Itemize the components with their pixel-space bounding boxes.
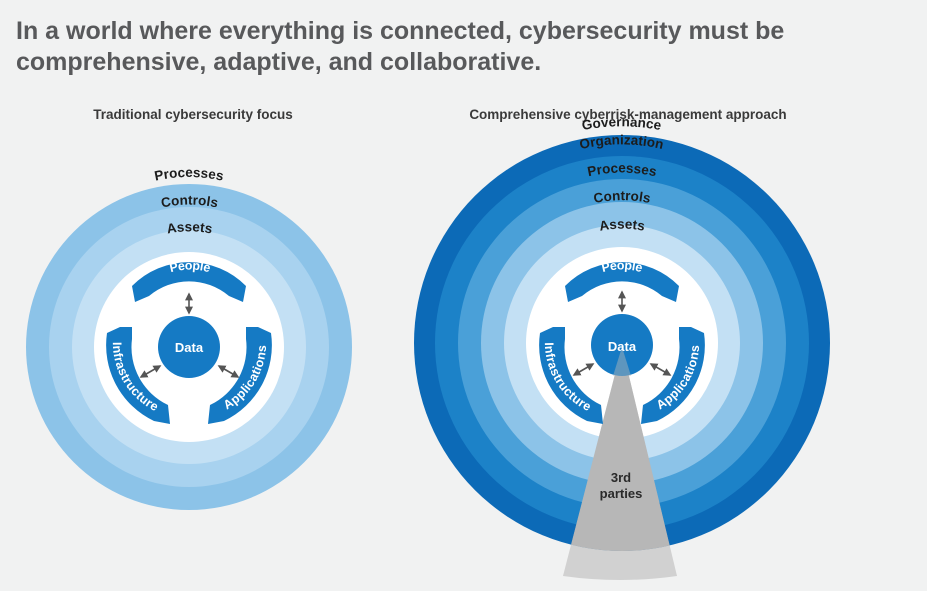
right-ring-label-controls: Controls bbox=[592, 188, 652, 206]
headline-line-2: comprehensive, adaptive, and collaborati… bbox=[16, 48, 542, 76]
left-ring-label-assets: Assets bbox=[166, 219, 214, 236]
left-people-label: People bbox=[168, 258, 212, 275]
right-diagram: Governance Organization Processes Contro… bbox=[414, 114, 830, 580]
right-infrastructure-arrow bbox=[539, 327, 603, 424]
third-parties-wedge bbox=[563, 347, 677, 551]
right-connector-applications bbox=[649, 363, 672, 376]
right-people-arrow bbox=[565, 262, 679, 302]
left-connector-infrastructure bbox=[139, 365, 162, 378]
left-data-label: Data bbox=[175, 340, 204, 355]
right-applications-arrow bbox=[641, 327, 705, 424]
left-diagram-title: Traditional cybersecurity focus bbox=[93, 107, 293, 122]
left-infrastructure-arrow bbox=[106, 327, 170, 424]
left-applications-arrow bbox=[208, 327, 272, 424]
left-ring-label-processes: Processes bbox=[153, 165, 225, 184]
headline-line-1: In a world where everything is connected… bbox=[16, 17, 785, 45]
headline: In a world where everything is connected… bbox=[16, 16, 906, 78]
left-data-circle bbox=[158, 316, 220, 378]
right-people-label: People bbox=[600, 258, 644, 275]
right-ring-label-processes: Processes bbox=[586, 161, 658, 180]
left-people-arrow bbox=[132, 262, 246, 302]
right-ring-label-governance: Governance bbox=[581, 114, 663, 133]
third-parties-label-line-1: 3rd bbox=[611, 470, 631, 485]
right-data-circle bbox=[591, 314, 653, 376]
right-data-label: Data bbox=[608, 339, 637, 354]
right-ring-label-assets: Assets bbox=[598, 217, 646, 234]
left-diagram: Processes Controls Assets People Infrast… bbox=[26, 165, 352, 510]
right-ring-label-organization: Organization bbox=[578, 132, 665, 152]
right-connector-infrastructure bbox=[572, 363, 595, 376]
left-connector-applications bbox=[217, 365, 240, 378]
right-data-wedge-overlay bbox=[613, 347, 631, 377]
third-parties-label-line-2: parties bbox=[600, 486, 643, 501]
left-ring-label-controls: Controls bbox=[160, 193, 220, 211]
right-diagram-title: Comprehensive cyberrisk-management appro… bbox=[469, 107, 787, 122]
